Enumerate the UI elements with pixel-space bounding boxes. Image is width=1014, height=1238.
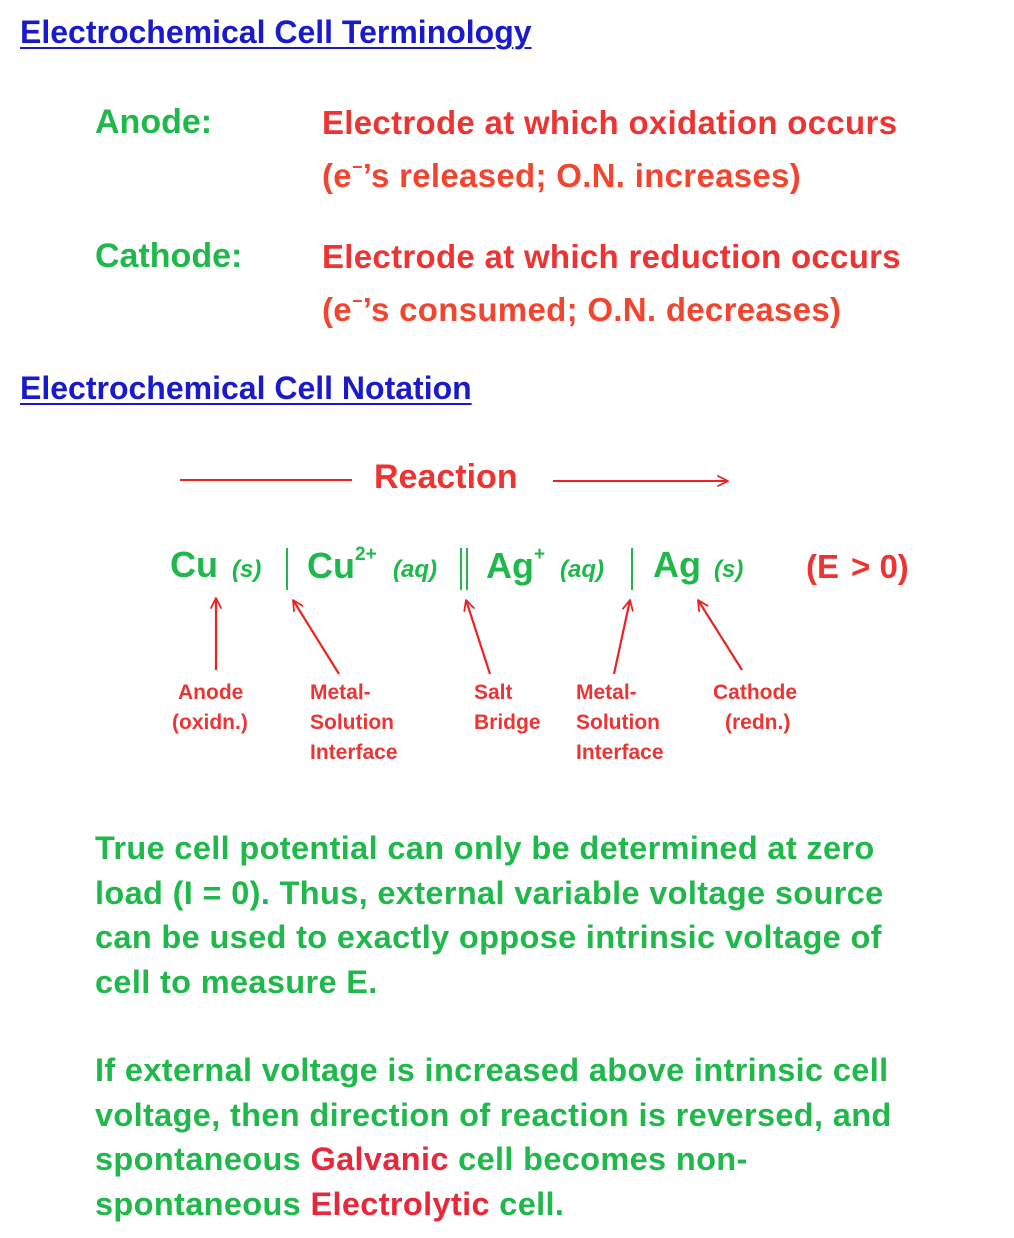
callout-cathode-line2: (redn.) <box>725 711 791 734</box>
electron-superscript: − <box>351 157 363 177</box>
paragraph-reversal: If external voltage is increased above i… <box>95 1048 892 1226</box>
cathode-callout-arrow <box>697 599 743 671</box>
cathode-def-prefix: (e <box>322 291 352 328</box>
cathode-metal: Ag <box>653 544 701 585</box>
interface-right-callout-arrow <box>612 599 634 675</box>
anode-definition-line2: (e−’s released; O.N. increases) <box>322 145 897 198</box>
galvanic-term: Galvanic <box>310 1141 449 1177</box>
cathode-ion-symbol: Ag <box>486 545 534 586</box>
potential-rest: > 0) <box>851 548 909 585</box>
callout-interface-left-line2: Solution <box>310 711 394 734</box>
cathode-phase: (s) <box>714 556 744 583</box>
cathode-term: Cathode: <box>95 237 243 275</box>
callout-cathode: Cathode (redn.) <box>713 678 797 738</box>
cathode-ion-charge: + <box>534 544 546 565</box>
cathode-def-suffix: ’s consumed; O.N. decreases) <box>362 291 842 328</box>
cathode-definition-line2: (e−’s consumed; O.N. decreases) <box>322 279 901 332</box>
cell-potential: (E > 0) <box>806 548 909 586</box>
paragraph2-line2: voltage, then direction of reaction is r… <box>95 1096 892 1133</box>
callout-interface-left-line1: Metal- <box>310 681 371 704</box>
callout-interface-left: Metal- Solution Interface <box>310 678 398 768</box>
callout-anode-line1: Anode <box>178 681 244 704</box>
callout-anode: Anode (oxidn.) <box>172 678 248 738</box>
anode-definition-line1: Electrode at which oxidation occurs <box>322 104 898 141</box>
notation-heading: Electrochemical Cell Notation <box>20 370 472 406</box>
anode-ion-phase: (aq) <box>393 556 437 583</box>
anode-def-prefix: (e <box>322 157 352 194</box>
reaction-label: Reaction <box>374 458 518 496</box>
paragraph2-line4-start: spontaneous <box>95 1185 311 1222</box>
paragraph1-line4: cell to measure E. <box>95 963 378 1000</box>
paragraph2-line4-end: cell. <box>489 1185 565 1222</box>
paragraph-zero-load: True cell potential can only be determin… <box>95 826 884 1004</box>
callout-interface-right-line2: Solution <box>576 711 660 734</box>
paragraph2-line4: spontaneous Electrolytic cell. <box>95 1182 892 1227</box>
anode-ion-charge: 2+ <box>355 544 377 565</box>
salt-bridge-callout-arrow <box>463 599 492 675</box>
callout-cathode-line1: Cathode <box>713 681 797 704</box>
callout-interface-right: Metal- Solution Interface <box>576 678 664 768</box>
anode-term: Anode: <box>95 103 213 141</box>
anode-ion-symbol: Cu <box>307 545 355 586</box>
anode-definition: Electrode at which oxidation occurs (e−’… <box>322 101 897 198</box>
callout-interface-left-line3: Interface <box>310 741 398 764</box>
callout-interface-right-line3: Interface <box>576 741 664 764</box>
cathode-ion-phase: (aq) <box>560 556 604 583</box>
paragraph2-line3-end: cell becomes non- <box>448 1141 748 1177</box>
paragraph1-line3: can be used to exactly oppose intrinsic … <box>95 919 882 955</box>
electrolytic-term: Electrolytic <box>310 1185 490 1222</box>
potential-open: (E <box>806 548 839 585</box>
cathode-definition: Electrode at which reduction occurs (e−’… <box>322 235 901 332</box>
callout-salt-bridge: Salt Bridge <box>474 678 541 738</box>
callout-interface-right-line1: Metal- <box>576 681 637 704</box>
paragraph2-line3: spontaneous Galvanic cell becomes non- <box>95 1137 892 1182</box>
paragraph2-line1: If external voltage is increased above i… <box>95 1052 889 1088</box>
callout-salt-bridge-line1: Salt <box>474 681 513 704</box>
callout-anode-line2: (oxidn.) <box>172 711 248 734</box>
cathode-ion: Ag+ <box>486 544 545 587</box>
anode-ion: Cu2+ <box>307 544 377 587</box>
anode-phase: (s) <box>232 556 262 583</box>
paragraph1-line1: True cell potential can only be determin… <box>95 830 875 866</box>
cathode-definition-line1: Electrode at which reduction occurs <box>322 238 901 275</box>
electron-superscript: − <box>351 291 363 311</box>
callout-salt-bridge-line2: Bridge <box>474 711 541 734</box>
paragraph2-line3-start: spontaneous <box>95 1141 311 1177</box>
anode-metal: Cu <box>170 544 218 585</box>
anode-def-suffix: ’s released; O.N. increases) <box>362 157 802 194</box>
terminology-heading: Electrochemical Cell Terminology <box>20 14 532 50</box>
paragraph1-line2: load (I = 0). Thus, external variable vo… <box>95 874 884 911</box>
interface-left-callout-arrow <box>292 599 340 675</box>
